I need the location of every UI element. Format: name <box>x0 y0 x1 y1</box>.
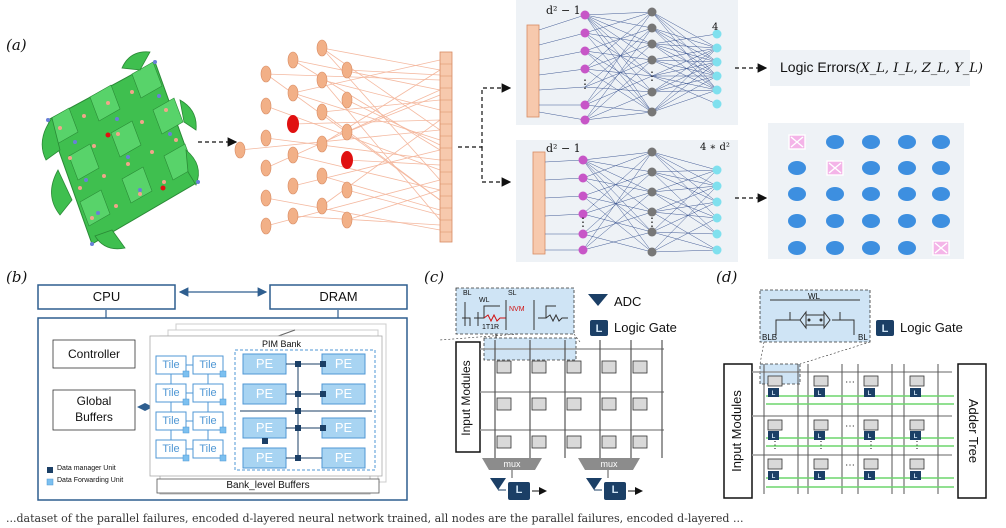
legend-data-manager: Data manager Unit <box>57 465 116 472</box>
svg-text:⋯: ⋯ <box>845 460 855 471</box>
bottom-output-size: 4 ∗ d² <box>700 142 730 153</box>
svg-text:L: L <box>868 434 872 440</box>
bottom-input-size: d² − 1 <box>546 142 581 155</box>
arrow-to-bottom-network <box>481 147 512 187</box>
bank-buffers-box <box>156 478 380 494</box>
pe-label: PE <box>255 386 274 401</box>
cpu-box <box>37 284 176 310</box>
tile-label: Tile <box>162 387 180 399</box>
logic-errors-box <box>770 50 970 86</box>
svg-text:⋮: ⋮ <box>866 440 876 451</box>
input-modules-box-d <box>723 363 753 499</box>
mux-label: mux <box>600 459 618 469</box>
tile-label: Tile <box>162 415 180 427</box>
blb-label: BLB <box>762 333 778 342</box>
svg-text:L: L <box>914 391 918 397</box>
controller-label: Controller <box>67 347 121 361</box>
logic-gate-glyph: L <box>611 484 619 496</box>
syndrome-graph <box>234 39 441 235</box>
svg-text:L: L <box>772 391 776 397</box>
pe-label: PE <box>255 450 274 465</box>
wl-label-c: WL <box>479 297 490 304</box>
panel-label-d: (d) <box>716 268 738 286</box>
pe-label: PE <box>334 420 353 435</box>
svg-text:L: L <box>818 474 822 480</box>
svg-text:⋯: ⋯ <box>845 377 855 388</box>
top-output-size: 4 <box>712 22 719 33</box>
svg-text:⋮: ⋮ <box>912 440 922 451</box>
svg-text:⋮: ⋮ <box>577 215 589 229</box>
logic-errors-label: Logic Errors(X_L, I_L, Z_L, Y_L) <box>780 59 983 76</box>
svg-text:L: L <box>882 323 889 335</box>
pe-label: PE <box>255 356 274 371</box>
adc-label: ADC <box>614 294 642 309</box>
svg-text:⋮: ⋮ <box>816 440 826 451</box>
arrow-to-top-network <box>458 83 512 148</box>
svg-text:⋮: ⋮ <box>579 77 591 91</box>
tile-label: Tile <box>199 387 217 399</box>
qubit-error-grid <box>768 123 964 259</box>
svg-text:⋮: ⋮ <box>646 215 658 229</box>
neural-network-bottom: ⋮ ⋮ <box>516 140 738 262</box>
panel-label-c: (c) <box>424 268 445 286</box>
svg-text:L: L <box>868 474 872 480</box>
input-modules-label-d: Input Modules <box>729 390 744 472</box>
dram-label: DRAM <box>319 289 358 304</box>
wl-label-d: WL <box>808 292 820 301</box>
logic-gate-glyph: L <box>515 484 523 496</box>
tile-label: Tile <box>199 415 217 427</box>
svg-text:L: L <box>818 391 822 397</box>
logic-errors-formula: (X_L, I_L, Z_L, Y_L) <box>855 61 983 76</box>
adder-tree-box <box>957 363 987 499</box>
bank-buffers-label: Bank_level Buffers <box>226 480 310 491</box>
svg-text:L: L <box>818 434 822 440</box>
panel-label-a: (a) <box>6 36 27 54</box>
bl-label-d: BL <box>858 333 868 342</box>
dram-box <box>269 284 408 310</box>
global-buffers-box <box>52 389 136 431</box>
input-modules-label-c: Input Modules <box>459 360 473 436</box>
neural-network-top: ⋮ ⋮ <box>516 0 738 125</box>
svg-text:L: L <box>914 434 918 440</box>
svg-text:L: L <box>868 391 872 397</box>
panel-label-b: (b) <box>6 268 28 286</box>
legend-data-forwarding: Data Forwarding Unit <box>57 477 124 484</box>
cpu-label: CPU <box>92 289 121 304</box>
svg-text:L: L <box>596 323 603 335</box>
mux-label: mux <box>503 459 521 469</box>
svg-text:⋮: ⋮ <box>770 440 780 451</box>
sl-label-c: SL <box>508 290 517 297</box>
controller-box <box>52 339 136 369</box>
svg-text:L: L <box>772 434 776 440</box>
panel-c-crossbar: L <box>439 287 664 500</box>
tile-label: Tile <box>199 443 217 455</box>
svg-text:⋯: ⋯ <box>845 421 855 432</box>
pe-label: PE <box>255 420 274 435</box>
cell-label: 1T1R <box>482 324 500 331</box>
surface-code-lattice <box>41 51 200 250</box>
bl-label-c: BL <box>463 290 472 297</box>
pe-label: PE <box>334 356 353 371</box>
svg-text:L: L <box>914 474 918 480</box>
nvm-label: NVM <box>509 306 525 313</box>
panel-d-crossbar: L L L L L L L L L L L L L ⋯ ⋯ ⋯ ⋮ ⋮ ⋮ ⋮ <box>723 289 987 499</box>
input-vector <box>439 51 453 243</box>
logic-gate-label-c: Logic Gate <box>614 320 677 335</box>
logic-gate-label-d: Logic Gate <box>900 320 963 335</box>
svg-text:L: L <box>772 474 776 480</box>
figure-caption: ...dataset of the parallel failures, enc… <box>6 512 744 525</box>
input-modules-box-c <box>455 341 481 453</box>
svg-text:⋮: ⋮ <box>646 69 658 83</box>
pim-bank-label: PIM Bank <box>262 339 302 349</box>
pe-label: PE <box>334 386 353 401</box>
tile-label: Tile <box>162 443 180 455</box>
adder-tree-label: Adder Tree <box>966 398 981 464</box>
tile-label: Tile <box>162 359 180 371</box>
pe-label: PE <box>334 450 353 465</box>
panel-b-architecture <box>37 284 408 501</box>
top-input-size: d² − 1 <box>546 4 581 17</box>
tile-label: Tile <box>199 359 217 371</box>
